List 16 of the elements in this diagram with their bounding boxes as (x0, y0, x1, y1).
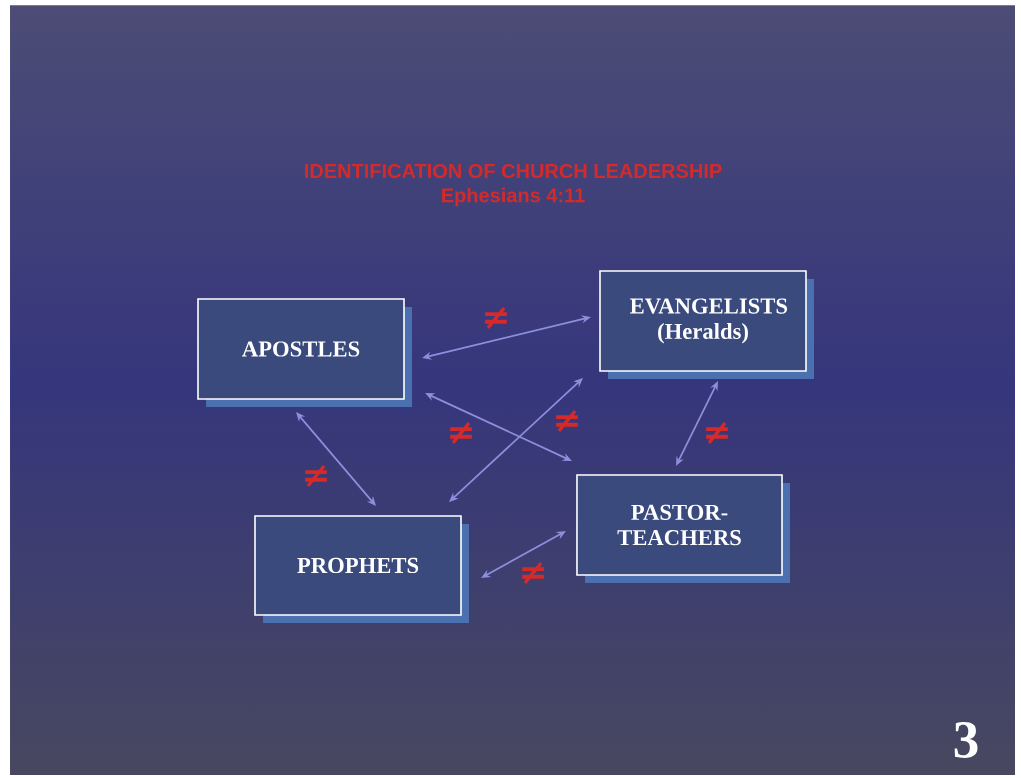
box: PROPHETS (254, 515, 469, 623)
arrow (481, 531, 566, 578)
edge-label: ≠ (305, 464, 327, 487)
arrow (449, 378, 583, 502)
box: EVANGELISTS (Heralds) (599, 270, 814, 379)
arrow (296, 412, 376, 506)
title: IDENTIFICATION OF CHURCH LEADERSHIP (305, 163, 722, 179)
edge-label: ≠ (522, 561, 544, 584)
box: PASTOR-TEACHERS (576, 474, 790, 583)
page-number: 3 (954, 722, 978, 758)
box: APOSTLES (197, 298, 412, 407)
edge-label: ≠ (556, 409, 578, 432)
edge-label: ≠ (485, 306, 507, 329)
edge-label: ≠ (450, 421, 472, 444)
subtitle: Ephesians 4:11 (442, 187, 585, 207)
edge-label: ≠ (706, 421, 728, 444)
